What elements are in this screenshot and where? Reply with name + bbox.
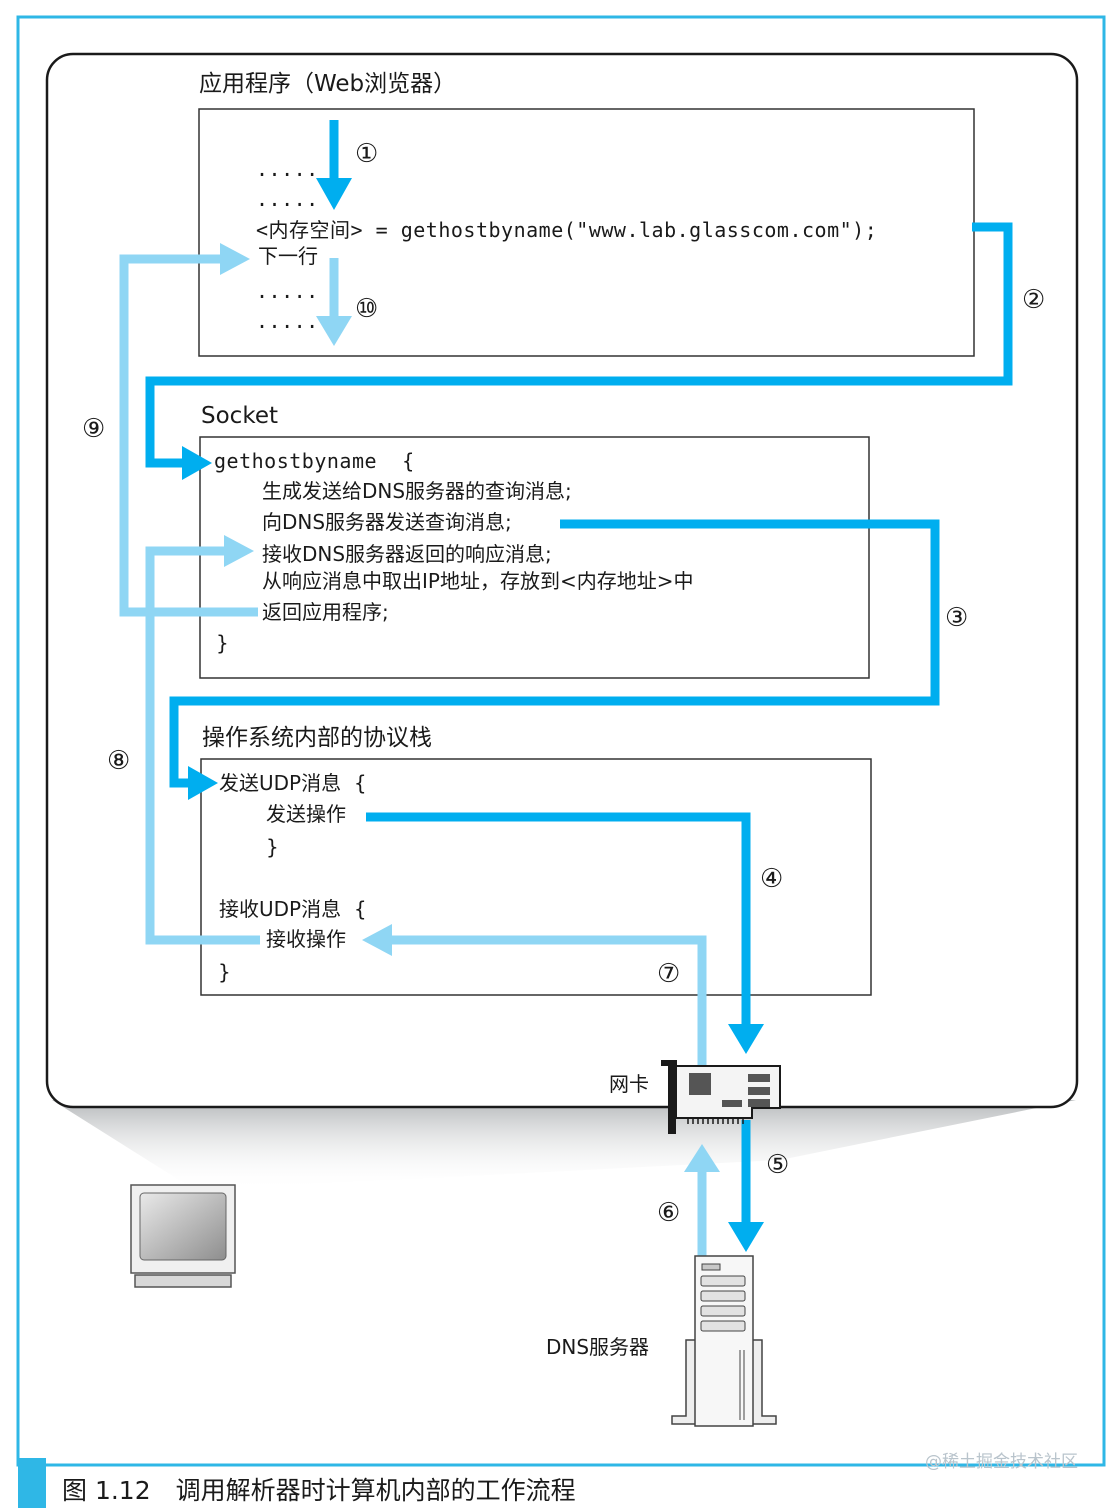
dns-server-label: DNS服务器 [546,1335,650,1359]
app-line-6: ..... [256,309,319,333]
socket-line-5: 返回应用程序; [262,600,389,624]
arrowhead-8 [224,535,254,567]
app-line-5: ..... [256,279,319,303]
step-2: ② [1022,285,1046,315]
arrowhead-4 [728,1024,764,1054]
step-6: ⑥ [657,1198,681,1228]
nic-label: 网卡 [609,1072,649,1096]
arrow-step-7 [388,935,707,1068]
computer-shadow [52,1100,1076,1190]
arrow-step-3 [169,519,940,788]
app-line-next: 下一行 [258,244,318,268]
step-7: ⑦ [657,959,681,989]
socket-func: gethostbyname { [214,449,415,473]
socket-box [199,436,870,679]
step-5: ⑤ [766,1150,790,1180]
socket-title: Socket [201,403,278,429]
os-recv-close: } [218,960,231,984]
send-arrows [145,120,1013,1226]
os-send-close: } [266,835,279,859]
arrowhead-6 [684,1144,720,1172]
arrowhead-1 [316,178,352,210]
step-9: ⑨ [82,414,106,444]
arrow-step-8 [145,546,260,945]
socket-line-3: 接收DNS服务器返回的响应消息; [262,542,552,566]
os-title: 操作系统内部的协议栈 [202,725,432,751]
app-line-1: ..... [256,157,319,181]
step-3: ③ [945,603,969,633]
app-line-call: <内存空间> = gethostbyname("www.lab.glasscom… [256,218,878,242]
arrow-step-9 [119,254,258,617]
socket-close: } [216,631,229,655]
step-8: ⑧ [107,746,131,776]
arrowhead-10 [316,316,352,346]
arrowhead-9 [220,243,250,275]
os-box [200,758,872,996]
step-1: ① [355,139,379,169]
receive-arrowheads [220,243,720,1172]
dns-server-icon [671,1255,777,1427]
network-card-icon [661,1060,781,1134]
arrowhead-2 [182,446,212,480]
arrowhead-3 [188,766,218,800]
app-box [198,108,975,357]
socket-line-1: 生成发送给DNS服务器的查询消息; [262,479,572,503]
outer-frame [16,15,1106,1467]
step-10: ⑩ [355,294,379,324]
os-send-header: 发送UDP消息 { [219,771,367,795]
app-title: 应用程序（Web浏览器） [199,71,457,97]
watermark: @稀土掘金技术社区 [925,1452,1078,1472]
socket-line-2: 向DNS服务器发送查询消息; [262,510,512,534]
arrowhead-5 [728,1222,764,1252]
receive-arrows [119,254,707,1258]
step-4: ④ [760,864,784,894]
caption-accent [18,1458,46,1508]
send-arrowheads [182,178,764,1252]
figure-caption: 图 1.12 调用解析器时计算机内部的工作流程 [62,1476,576,1505]
arrowhead-7 [362,924,392,956]
app-line-2: ..... [256,187,319,211]
arrow-step-4 [366,812,751,1028]
os-recv-header: 接收UDP消息 { [219,897,367,921]
os-send-op: 发送操作 [266,802,346,826]
os-recv-op: 接收操作 [266,927,346,951]
monitor-icon [130,1184,236,1288]
arrow-step-2 [145,222,1013,468]
socket-line-4: 从响应消息中取出IP地址，存放到<内存地址>中 [262,569,694,593]
